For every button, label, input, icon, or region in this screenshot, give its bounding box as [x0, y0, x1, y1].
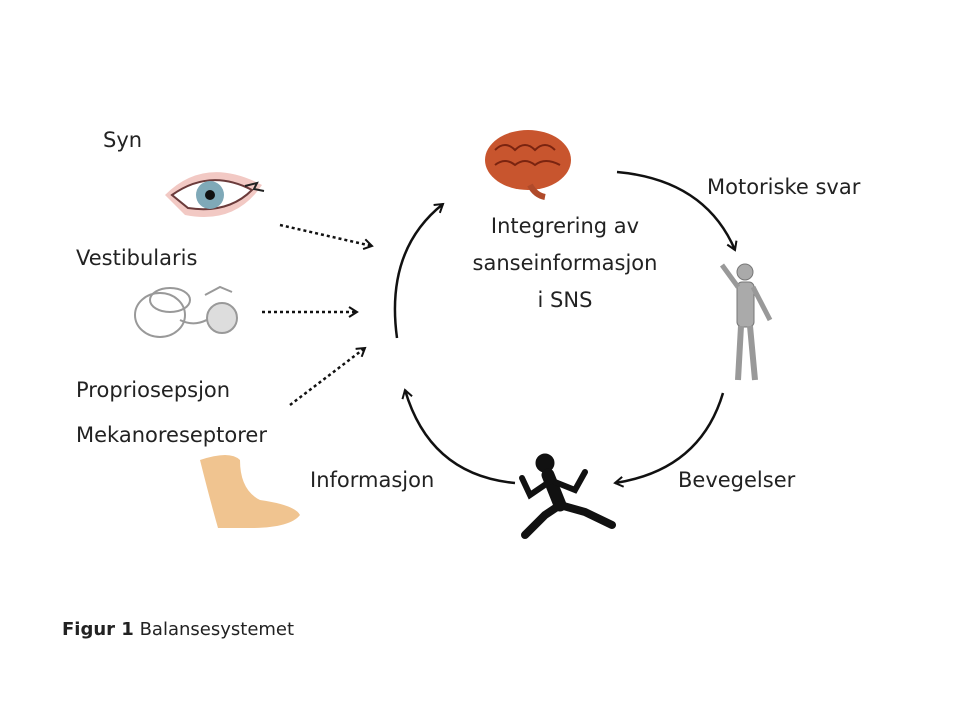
label-bevegelser: Bevegelser	[678, 468, 796, 492]
eye-icon	[165, 172, 265, 217]
center-line-1: Integrering av	[490, 214, 640, 238]
cycle-arrow-movement	[613, 392, 725, 488]
label-propriosepsjon: Propriosepsjon	[76, 378, 231, 402]
inner-ear-icon	[134, 285, 238, 338]
caption-label: Figur 1	[62, 619, 134, 640]
label-motoriske-svar: Motoriske svar	[707, 175, 861, 199]
center-line-3: i SNS	[537, 288, 593, 312]
figure-caption: Figur 1 Balansesystemet	[62, 619, 294, 640]
cycle-arrow-motor	[616, 170, 738, 252]
cycle-arrow-info	[401, 388, 516, 485]
eye-arrow	[279, 223, 374, 251]
label-vestibularis: Vestibularis	[76, 246, 198, 270]
foot-icon	[200, 455, 300, 528]
human-body-icon	[719, 263, 773, 381]
cycle-arrow-up	[393, 202, 445, 339]
brain-icon	[485, 130, 571, 200]
runner-icon	[519, 453, 616, 539]
center-line-2: sanseinformasjon	[472, 251, 658, 275]
center-text: Integrering av sanseinformasjon i SNS	[450, 208, 680, 319]
proprioception-arrow	[289, 346, 367, 406]
label-mekanoreseptorer: Mekanoreseptorer	[76, 423, 267, 447]
label-syn: Syn	[103, 128, 143, 152]
label-informasjon: Informasjon	[310, 468, 435, 492]
caption-text: Balansesystemet	[139, 619, 295, 640]
